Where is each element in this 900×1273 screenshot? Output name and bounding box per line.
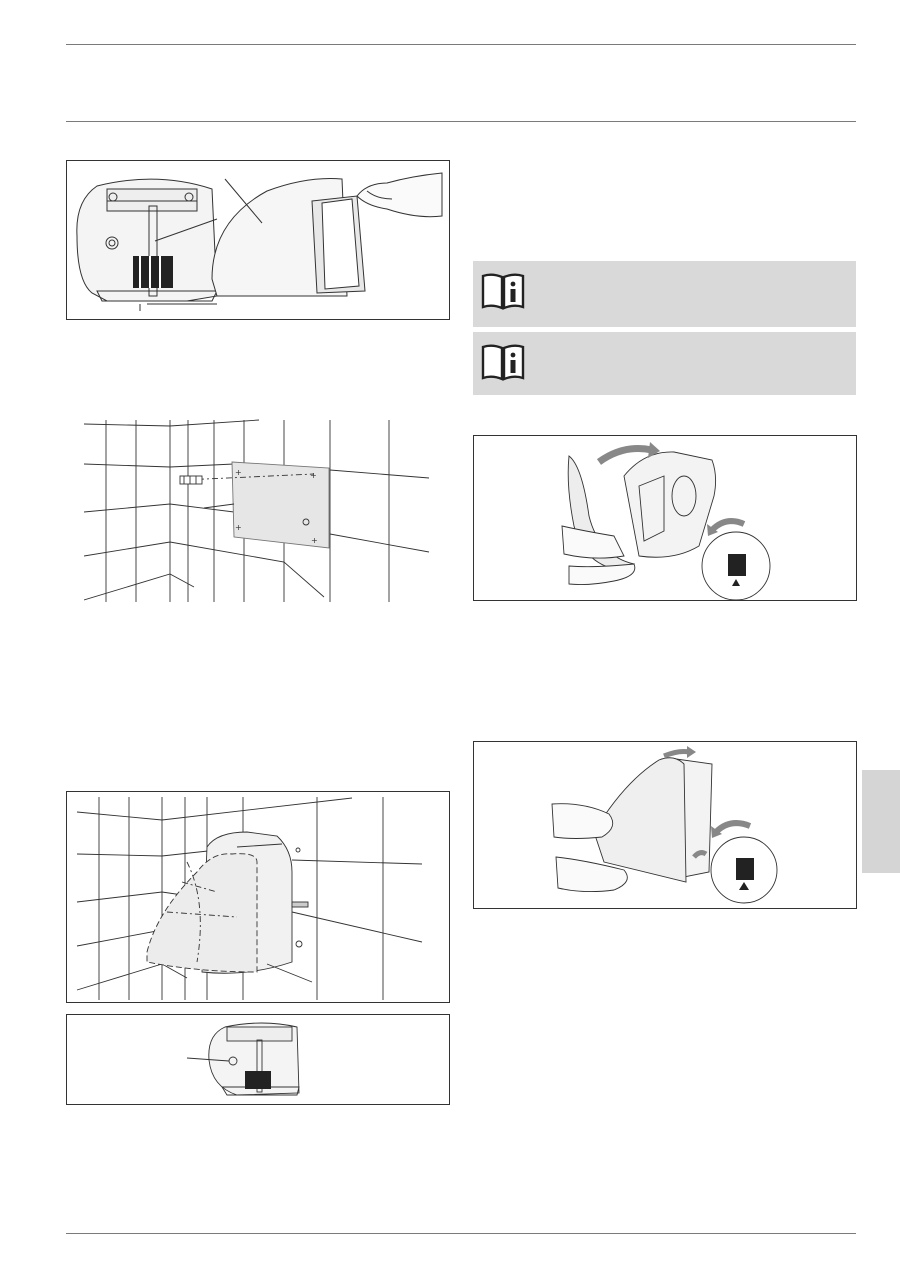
figure-wall-mounting xyxy=(66,791,450,1003)
device-on-wall-drawing xyxy=(76,797,423,1000)
side-tab xyxy=(862,770,900,873)
read-manual-info-icon xyxy=(481,273,525,310)
note-box-2 xyxy=(473,332,856,395)
cover-closing-drawing xyxy=(551,746,778,904)
svg-text:+: + xyxy=(235,468,242,477)
figure-cover-fitting-2 xyxy=(473,741,857,909)
device-open-cover-drawing xyxy=(76,172,443,311)
figure-cover-removal xyxy=(66,160,450,320)
figure-wall-drilling: + + + + xyxy=(83,412,434,604)
svg-text:+: + xyxy=(310,471,317,480)
note-box-1 xyxy=(473,261,856,327)
svg-text:+: + xyxy=(235,523,242,532)
wall-mounting-template-drawing: + + + + xyxy=(83,419,430,602)
footer-rule xyxy=(66,1233,856,1234)
svg-text:+: + xyxy=(311,536,318,545)
figure-cover-fitting-1 xyxy=(473,435,857,601)
read-manual-info-icon xyxy=(481,344,525,381)
header-rule-bottom xyxy=(66,121,856,122)
cover-fitting-drawing xyxy=(561,442,771,600)
device-back-detail-drawing xyxy=(186,1022,300,1096)
header-rule-top xyxy=(66,44,856,45)
figure-mounted-back-detail xyxy=(66,1014,450,1105)
